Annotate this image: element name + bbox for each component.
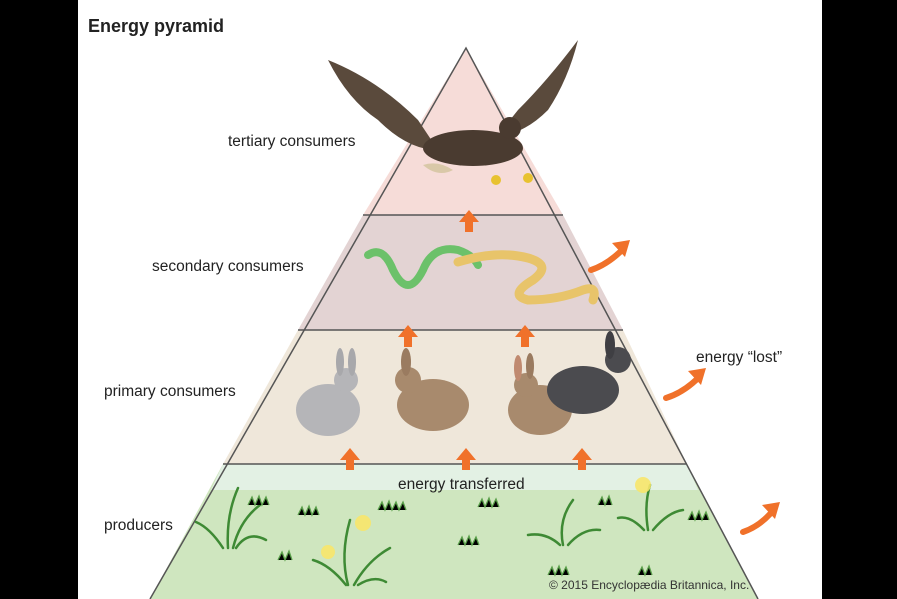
label-energy-lost: energy “lost” <box>696 349 782 367</box>
label-tertiary-consumers: tertiary consumers <box>228 133 355 151</box>
label-producers: producers <box>104 517 173 535</box>
diagram-title: Energy pyramid <box>88 16 224 37</box>
label-energy-transferred: energy transferred <box>398 476 525 494</box>
tier-secondary <box>298 215 623 330</box>
energy-pyramid-graphic <box>78 0 822 599</box>
diagram-canvas: Energy pyramid tertiary consumers second… <box>78 0 822 599</box>
label-primary-consumers: primary consumers <box>104 383 236 401</box>
label-secondary-consumers: secondary consumers <box>152 258 304 276</box>
copyright-notice: © 2015 Encyclopædia Britannica, Inc. <box>549 578 749 592</box>
